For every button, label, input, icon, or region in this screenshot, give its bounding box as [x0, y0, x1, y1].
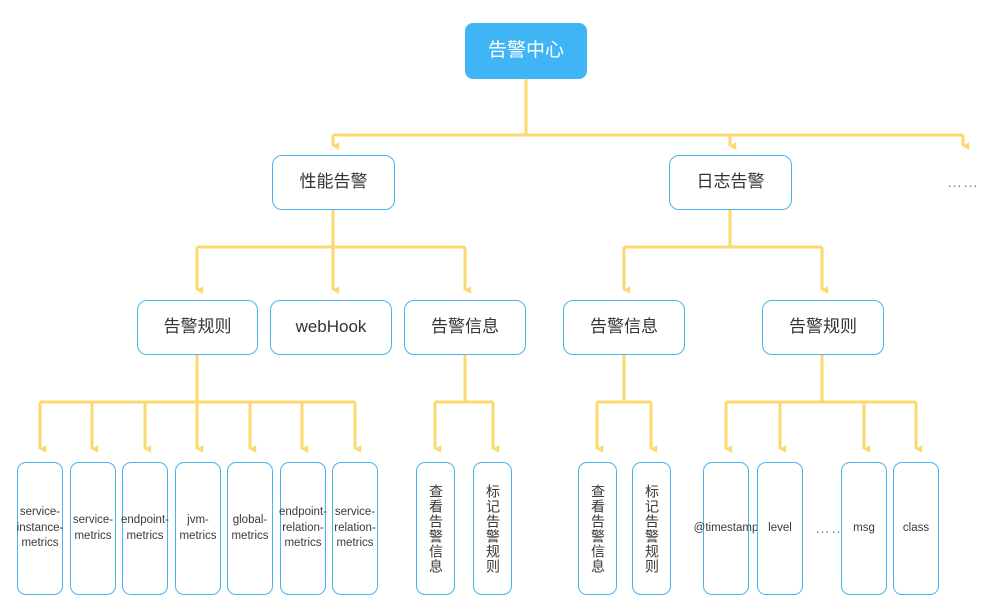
leaf-endpoint-relation-metrics[interactable]: endpoint-relation-metrics: [279, 462, 327, 595]
node-log-alarm-info[interactable]: 告警信息: [563, 300, 685, 355]
leaf-service-relation-metrics[interactable]: service-relation-metrics: [332, 462, 378, 595]
leaf-level-field[interactable]: level: [757, 462, 803, 595]
log-fields-ellipsis: ……: [815, 520, 847, 537]
leaf-endpoint-metrics[interactable]: endpoint-metrics: [121, 462, 169, 595]
leaf-log-view-alarm-info[interactable]: 查看告警信息: [578, 462, 617, 595]
leaf-service-metrics[interactable]: service-metrics: [70, 462, 116, 595]
node-perf-alarm-info[interactable]: 告警信息: [404, 300, 526, 355]
leaf-log-mark-alarm-rule[interactable]: 标记告警规则: [632, 462, 671, 595]
leaf-service-instance-metrics[interactable]: service-instance-metrics: [17, 462, 63, 595]
leaf-class-field[interactable]: class: [893, 462, 939, 595]
node-perf-alarm-rules[interactable]: 告警规则: [137, 300, 258, 355]
node-more-ellipsis: ……: [947, 174, 979, 191]
leaf-perf-mark-alarm-rule[interactable]: 标记告警规则: [473, 462, 512, 595]
node-alarm-center[interactable]: 告警中心: [465, 23, 587, 79]
leaf-perf-view-alarm-info[interactable]: 查看告警信息: [416, 462, 455, 595]
node-log-alarm-rules[interactable]: 告警规则: [762, 300, 884, 355]
node-webhook[interactable]: webHook: [270, 300, 392, 355]
leaf-timestamp-field[interactable]: @timestamp: [694, 462, 758, 595]
node-log-alarm[interactable]: 日志告警: [669, 155, 792, 210]
leaf-msg-field[interactable]: msg: [841, 462, 887, 595]
leaf-jvm-metrics[interactable]: jvm-metrics: [175, 462, 221, 595]
node-performance-alarm[interactable]: 性能告警: [272, 155, 395, 210]
leaf-global-metrics[interactable]: global-metrics: [227, 462, 273, 595]
